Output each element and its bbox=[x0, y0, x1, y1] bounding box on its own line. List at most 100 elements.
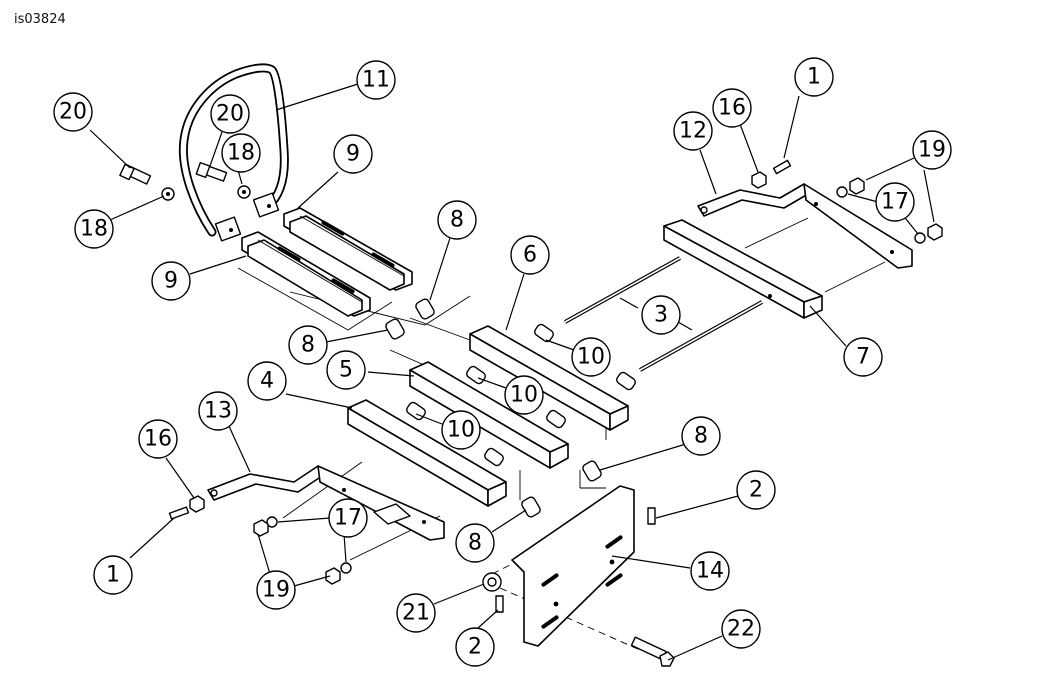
part-6-channel bbox=[469, 325, 629, 431]
callout-19-b: 19 bbox=[256, 570, 296, 610]
callout-17-a: 17 bbox=[875, 182, 915, 222]
screw-20-b bbox=[195, 161, 228, 182]
callout-2-b: 2 bbox=[455, 627, 495, 667]
spacer-8-d bbox=[521, 496, 541, 518]
callout-8-d: 8 bbox=[455, 523, 495, 563]
callout-21: 21 bbox=[396, 593, 436, 633]
callout-22: 22 bbox=[721, 609, 761, 649]
spacer-10-d bbox=[546, 409, 566, 429]
callout-14: 14 bbox=[690, 551, 730, 591]
svg-text:12: 12 bbox=[679, 119, 707, 144]
part-13-bracket-arm bbox=[207, 465, 445, 541]
nut-19-c bbox=[253, 519, 269, 537]
svg-text:7: 7 bbox=[856, 345, 870, 370]
callout-10-c: 10 bbox=[441, 410, 481, 450]
svg-text:8: 8 bbox=[694, 424, 708, 449]
svg-text:14: 14 bbox=[696, 559, 724, 584]
part-3-threaded-rods bbox=[564, 256, 763, 372]
figure-id: is03824 bbox=[14, 12, 66, 27]
spacer-10-e bbox=[406, 401, 426, 421]
callout-12: 12 bbox=[673, 111, 713, 151]
part-11-tube-frame bbox=[178, 63, 289, 242]
screw-2-b bbox=[495, 595, 504, 613]
screw-2-a bbox=[647, 507, 656, 525]
nut-16-b bbox=[189, 495, 205, 513]
svg-text:2: 2 bbox=[468, 635, 482, 660]
nut-19-b bbox=[927, 223, 943, 241]
callout-5: 5 bbox=[326, 350, 366, 390]
spacer-8-a bbox=[415, 298, 435, 320]
washer-17-a bbox=[836, 186, 848, 198]
callout-1-b: 1 bbox=[93, 555, 133, 595]
callout-1-a: 1 bbox=[794, 57, 834, 97]
svg-text:18: 18 bbox=[80, 217, 108, 242]
callout-16-a: 16 bbox=[712, 88, 752, 128]
callout-20-a: 20 bbox=[53, 92, 93, 132]
leader-lines bbox=[89, 83, 935, 661]
callout-9-b: 9 bbox=[151, 261, 191, 301]
callout-6: 6 bbox=[510, 235, 550, 275]
screw-20-a bbox=[119, 163, 152, 185]
washer-17-b bbox=[914, 232, 926, 244]
part-4-channel bbox=[347, 399, 507, 507]
svg-text:6: 6 bbox=[523, 243, 537, 268]
callout-8-a: 8 bbox=[437, 200, 477, 240]
nut-19-d bbox=[325, 567, 341, 585]
svg-text:20: 20 bbox=[216, 102, 244, 127]
callout-10-b: 10 bbox=[504, 375, 544, 415]
callout-8-b: 8 bbox=[288, 325, 328, 365]
svg-text:9: 9 bbox=[346, 142, 360, 167]
callout-20-b: 20 bbox=[210, 94, 250, 134]
callout-3: 3 bbox=[641, 295, 681, 335]
svg-text:10: 10 bbox=[447, 418, 475, 443]
spacer-8-b bbox=[385, 318, 405, 340]
part-5-channel bbox=[409, 361, 569, 469]
callout-13: 13 bbox=[198, 391, 238, 431]
bolt-22 bbox=[630, 636, 675, 667]
bolt-1-a bbox=[772, 159, 792, 175]
callout-2-a: 2 bbox=[736, 470, 776, 510]
nut-19-a bbox=[849, 177, 865, 195]
callout-16-b: 16 bbox=[138, 419, 178, 459]
callout-18-a: 18 bbox=[221, 133, 261, 173]
svg-text:1: 1 bbox=[106, 563, 120, 588]
callout-7: 7 bbox=[843, 337, 883, 377]
washer-17-d bbox=[340, 562, 352, 574]
callout-9-a: 9 bbox=[333, 134, 373, 174]
svg-text:20: 20 bbox=[59, 100, 87, 125]
svg-text:16: 16 bbox=[718, 96, 746, 121]
svg-text:10: 10 bbox=[510, 383, 538, 408]
spacer-10-b bbox=[616, 371, 636, 391]
svg-text:17: 17 bbox=[881, 190, 909, 215]
callout-17-b: 17 bbox=[328, 498, 368, 538]
nut-16-a bbox=[751, 171, 767, 189]
spacer-10-f bbox=[484, 447, 504, 467]
part-12-bracket-arm bbox=[697, 183, 913, 269]
washer-17-c bbox=[266, 516, 278, 528]
part-14-mounting-plate bbox=[511, 485, 635, 647]
svg-text:8: 8 bbox=[301, 333, 315, 358]
svg-text:13: 13 bbox=[204, 399, 232, 424]
svg-text:2: 2 bbox=[749, 478, 763, 503]
svg-text:19: 19 bbox=[918, 138, 946, 163]
svg-text:10: 10 bbox=[577, 345, 605, 370]
callout-8-c: 8 bbox=[681, 416, 721, 456]
svg-text:5: 5 bbox=[339, 358, 353, 383]
svg-text:3: 3 bbox=[654, 303, 668, 328]
svg-text:19: 19 bbox=[262, 578, 290, 603]
svg-text:4: 4 bbox=[260, 369, 274, 394]
svg-text:21: 21 bbox=[402, 601, 430, 626]
svg-text:9: 9 bbox=[164, 269, 178, 294]
spacer-8-c bbox=[582, 460, 602, 482]
spacer-10-c bbox=[466, 365, 486, 385]
callout-19-a: 19 bbox=[912, 130, 952, 170]
svg-text:8: 8 bbox=[468, 531, 482, 556]
part-7-channel bbox=[663, 219, 823, 319]
callout-4: 4 bbox=[247, 361, 287, 401]
svg-text:17: 17 bbox=[334, 506, 362, 531]
svg-text:1: 1 bbox=[807, 65, 821, 90]
svg-text:8: 8 bbox=[450, 208, 464, 233]
hardware bbox=[119, 159, 943, 667]
callout-10-a: 10 bbox=[571, 337, 611, 377]
